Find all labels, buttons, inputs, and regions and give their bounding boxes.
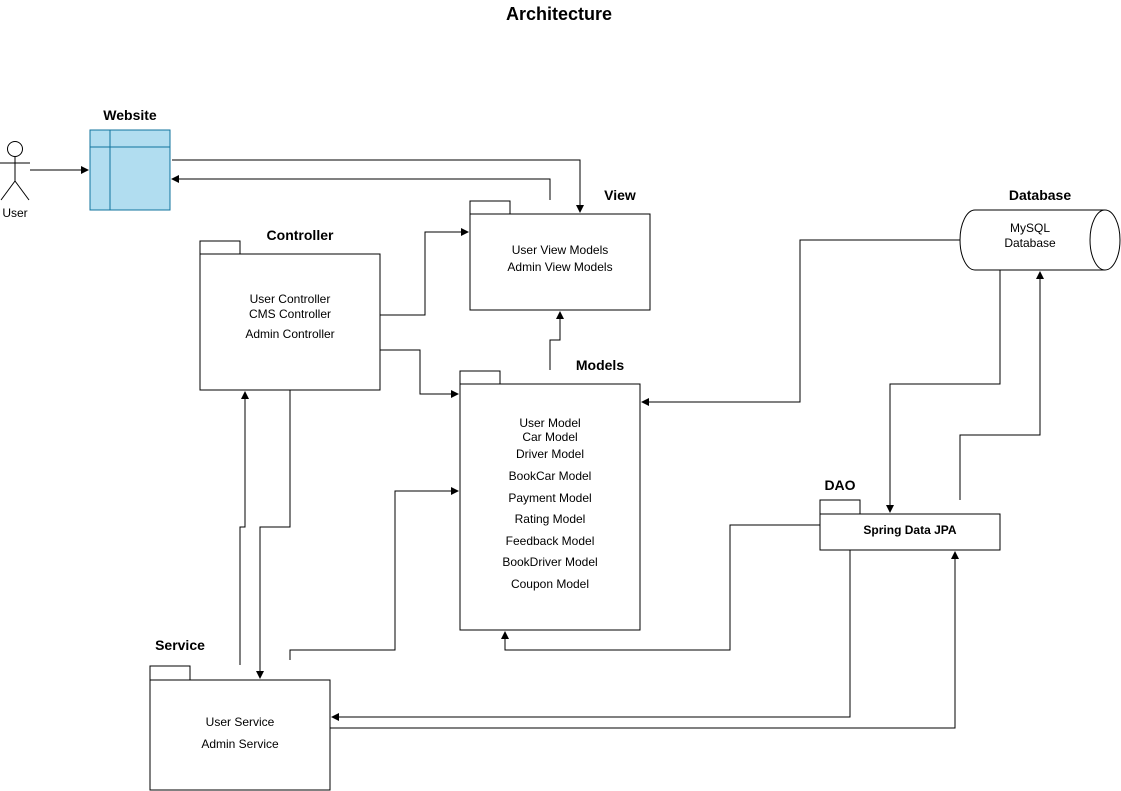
models-line: Payment Model [508,491,591,505]
models-label: Models [576,357,624,373]
connector-service-to-dao [330,551,959,729]
connector-view-to-website [171,175,551,200]
controller-line: Admin Controller [245,327,334,341]
models-package [459,370,641,631]
models-line: BookDriver Model [502,555,597,569]
service-label: Service [155,637,205,653]
connector-database-to-models [641,239,960,406]
models-line: Driver Model [516,447,584,461]
models-line: BookCar Model [509,469,592,483]
database-cylinder-icon [959,209,1121,271]
connector-service-to-controller [239,391,249,665]
user-actor-label: User [2,206,27,220]
connector-dao-to-models [501,524,820,651]
website-table-shape [89,129,171,211]
connector-controller-to-service [256,390,291,679]
connector-website-to-view [172,159,584,213]
service-package [149,665,331,791]
models-line: User Model [519,416,580,430]
controller-line: User Controller [250,292,331,306]
view-package [469,200,651,311]
website-label: Website [103,107,157,123]
controller-line: CMS Controller [249,307,331,321]
connector-dao-to-database [959,271,1044,500]
models-line: Feedback Model [506,534,595,548]
connector-controller-to-view [380,228,469,316]
controller-package [199,240,381,391]
dao-label: DAO [824,477,855,493]
view-line: Admin View Models [507,260,612,274]
connectors [30,159,1044,729]
connector-controller-to-models [380,349,459,398]
database-line: MySQL [1010,221,1050,235]
connector-dao-to-service [331,550,851,721]
connector-models-to-view [549,311,564,370]
diagram-title: Architecture [506,4,612,24]
models-line: Car Model [522,430,577,444]
dao-package [819,499,1001,551]
database-label: Database [1009,187,1071,203]
service-line: Admin Service [201,737,279,751]
view-label: View [604,187,636,203]
user-actor [0,141,30,201]
controller-label: Controller [267,227,334,243]
models-line: Rating Model [515,512,586,526]
database-line: Database [1004,236,1056,250]
view-line: User View Models [512,243,608,257]
connector-database-to-dao [886,270,1001,513]
dao-content: Spring Data JPA [863,523,956,537]
service-line: User Service [206,715,275,729]
models-line: Coupon Model [511,577,589,591]
connector-service-to-models [289,487,459,660]
